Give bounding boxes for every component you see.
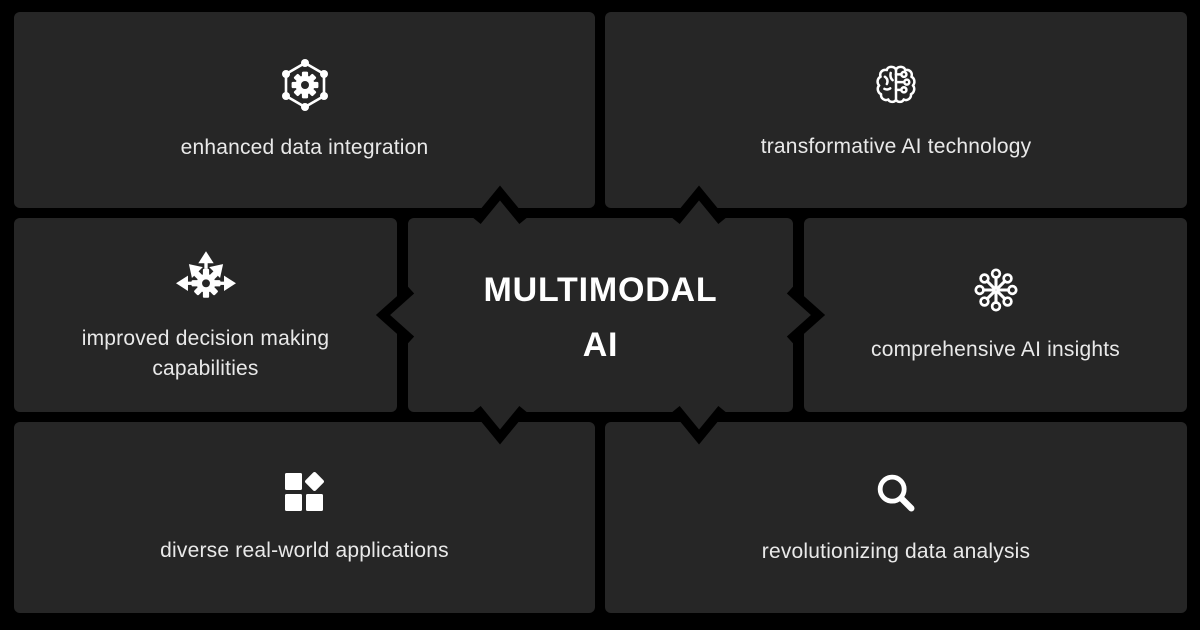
brain-circuit-icon [869, 58, 923, 112]
card-transformative-ai-technology: transformative AI technology [605, 12, 1187, 208]
card-diverse-applications: diverse real-world applications [14, 422, 595, 613]
card-label: revolutionizing data analysis [761, 539, 1031, 563]
shapes-grid-icon [282, 470, 328, 516]
card-label: improved decision making capabilities [81, 327, 330, 380]
magnifier-icon [872, 469, 920, 517]
card-enhanced-data-integration: enhanced data integration [14, 12, 595, 208]
gear-arrows-icon [173, 246, 239, 304]
main-title-line2: AI [582, 326, 619, 364]
card-label: transformative AI technology [760, 135, 1032, 158]
card-comprehensive-ai-insights: comprehensive AI insights [804, 218, 1187, 412]
card-label: diverse real-world applications [160, 538, 449, 562]
card-revolutionizing-data-analysis: revolutionizing data analysis [605, 422, 1187, 613]
network-hub-icon [971, 265, 1021, 315]
card-label: comprehensive AI insights [871, 338, 1120, 361]
hexagon-gear-icon [277, 57, 333, 113]
center-title-card: MULTIMODAL AI [408, 218, 793, 412]
card-label: enhanced data integration [180, 136, 429, 159]
card-improved-decision-making: improved decision making capabilities [14, 218, 397, 412]
main-title-line1: MULTIMODAL [483, 271, 718, 309]
